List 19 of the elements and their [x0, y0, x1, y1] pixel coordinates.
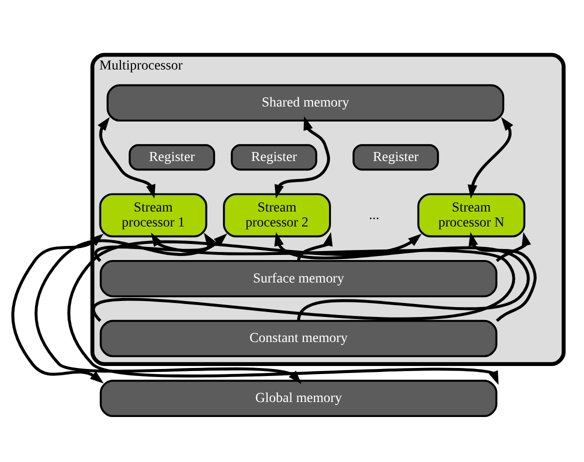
- node-box: Stream processor 1: [99, 192, 208, 237]
- arrow: [496, 232, 532, 262]
- node-box: Register: [230, 144, 318, 170]
- node-box: Shared memory: [106, 84, 504, 122]
- node-box: Global memory: [100, 379, 498, 417]
- node-box: Stream processor 2: [222, 192, 331, 237]
- label: ...: [369, 206, 380, 222]
- node-box: Surface memory: [100, 259, 498, 297]
- arrow: [94, 232, 216, 262]
- arrow: [98, 116, 156, 198]
- node-box: Register: [128, 144, 216, 170]
- arrow: [274, 232, 530, 321]
- node-box: Constant memory: [100, 319, 498, 357]
- arrow: [468, 232, 537, 322]
- arrow: [274, 116, 330, 198]
- node-box: Register: [352, 144, 439, 170]
- node-box: Stream processor N: [417, 192, 526, 237]
- arrow: [297, 232, 333, 261]
- arrow: [468, 116, 514, 198]
